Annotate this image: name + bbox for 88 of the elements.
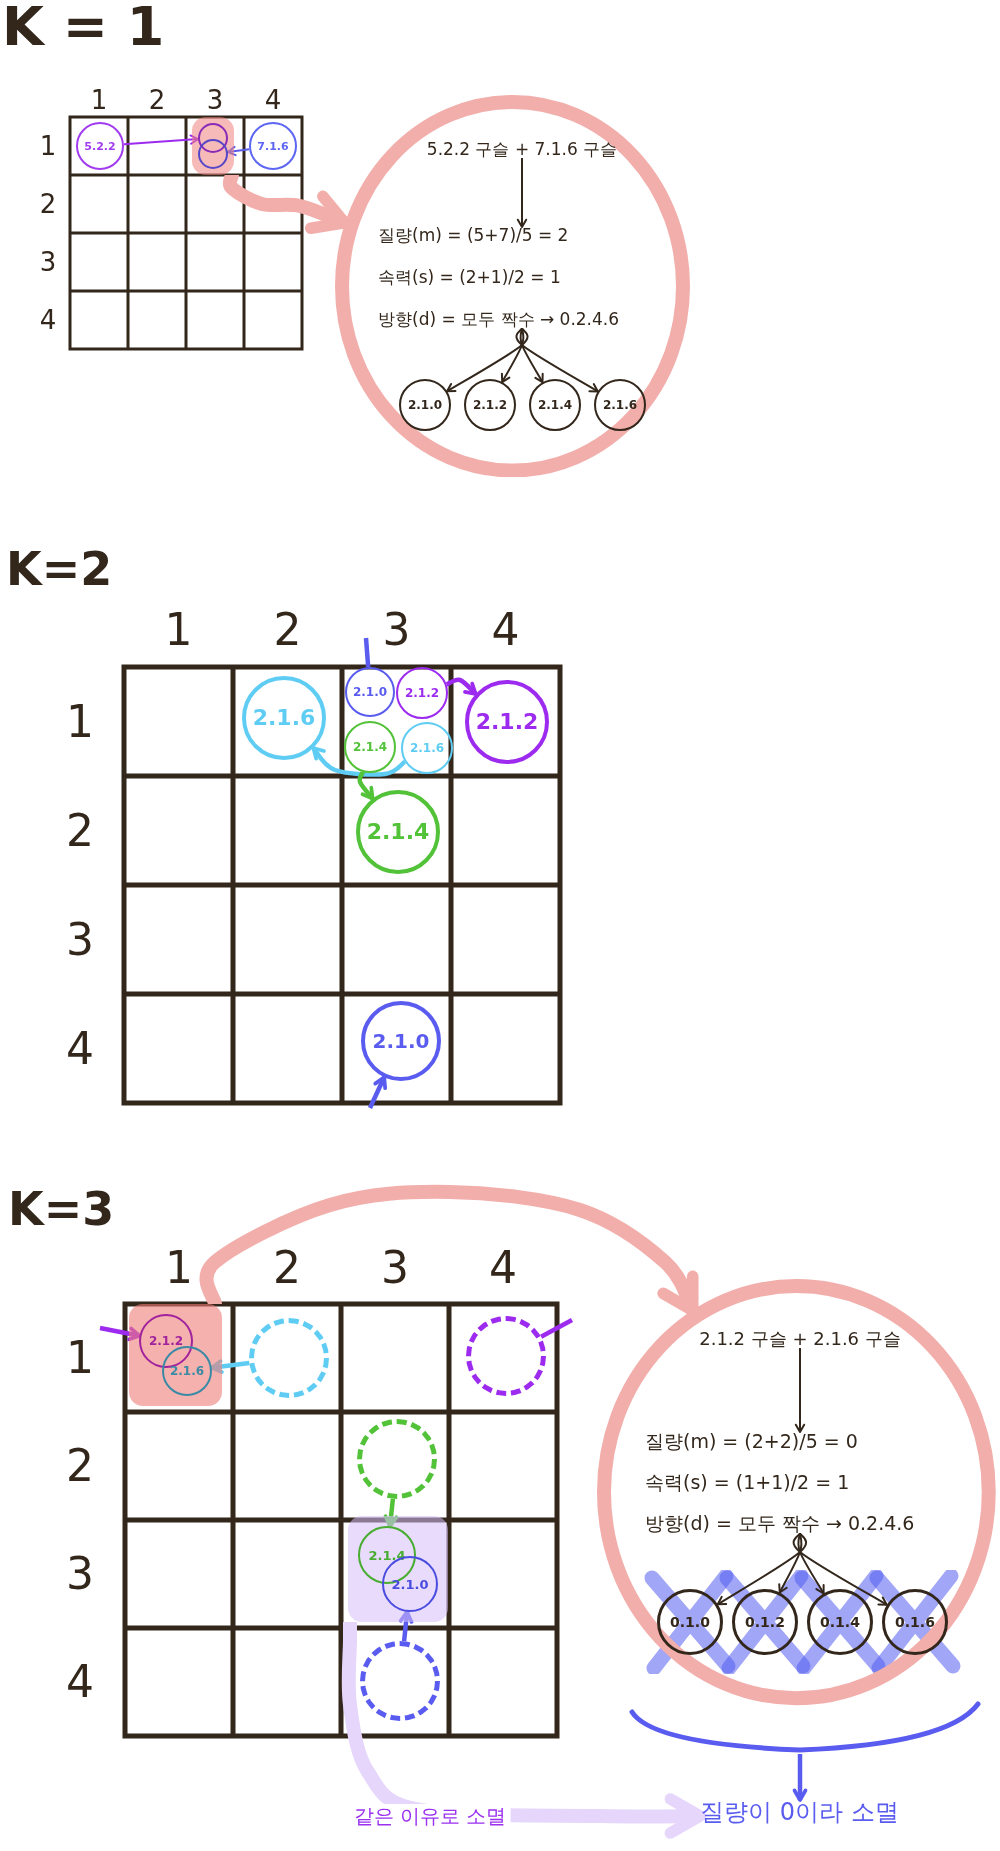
column-number: 3 bbox=[381, 1246, 409, 1290]
arrow bbox=[445, 677, 478, 696]
highlight-patch bbox=[129, 1304, 222, 1406]
row-number: 4 bbox=[66, 1660, 94, 1704]
arrow bbox=[797, 1532, 825, 1595]
ball-circle: 2.1.6 bbox=[594, 379, 646, 431]
column-number: 2 bbox=[273, 1246, 301, 1290]
mass-formula: 질량(m) = (2+2)/5 = 0 bbox=[645, 1432, 858, 1451]
row-number: 1 bbox=[66, 699, 94, 744]
arrow bbox=[383, 1498, 399, 1529]
row-number: 2 bbox=[39, 191, 57, 217]
dashed-circle bbox=[466, 1316, 546, 1396]
arrow bbox=[122, 134, 199, 146]
ball-circle: 0.1.0 bbox=[657, 1589, 723, 1655]
arrow bbox=[446, 327, 529, 393]
arrow bbox=[519, 327, 544, 384]
dashed-circle bbox=[360, 1641, 440, 1721]
arrow bbox=[516, 157, 528, 228]
direction-formula: 방향(d) = 모두 짝수 → 0.2.4.6 bbox=[645, 1514, 915, 1533]
row-number: 1 bbox=[39, 133, 57, 159]
ball-circle: 2.1.0 bbox=[345, 667, 395, 717]
row-number: 3 bbox=[66, 917, 94, 962]
connector-line bbox=[540, 1318, 574, 1339]
dashed-circle bbox=[357, 1419, 437, 1499]
ball-circle: 0.1.6 bbox=[882, 1589, 948, 1655]
merge-text: 5.2.2 구슬 + 7.1.6 구슬 bbox=[426, 141, 618, 158]
arrow bbox=[99, 1325, 142, 1342]
column-number: 4 bbox=[264, 87, 282, 113]
ball-circle: 2.1.4 bbox=[529, 379, 581, 431]
ball-circle: 2.1.0 bbox=[361, 1001, 441, 1081]
mass-formula: 질량(m) = (5+7)/5 = 2 bbox=[378, 227, 569, 244]
ball-circle: 5.2.2 bbox=[76, 122, 124, 170]
ball-circle: 7.1.6 bbox=[249, 122, 297, 170]
arrow bbox=[226, 145, 251, 157]
column-number: 3 bbox=[382, 608, 411, 652]
column-number: 4 bbox=[489, 1246, 517, 1290]
note-text: 질량이 0이라 소멸 bbox=[700, 1800, 899, 1824]
ball-circle: 0.1.2 bbox=[732, 1589, 798, 1655]
empty-circle bbox=[198, 123, 228, 153]
arrow bbox=[209, 1359, 250, 1374]
connector-line bbox=[363, 637, 371, 668]
row-number: 3 bbox=[66, 1552, 94, 1596]
ball-circle: 2.1.6 bbox=[242, 676, 326, 760]
merge-text: 2.1.2 구슬 + 2.1.6 구슬 bbox=[699, 1330, 901, 1348]
arrow bbox=[357, 770, 375, 801]
direction-formula: 방향(d) = 모두 짝수 → 0.2.4.6 bbox=[378, 311, 620, 328]
row-number: 2 bbox=[66, 1444, 94, 1488]
arrow bbox=[398, 1610, 414, 1642]
arrow bbox=[716, 1532, 808, 1606]
ball-circle: 2.1.6 bbox=[162, 1346, 212, 1396]
arrow bbox=[794, 1347, 806, 1433]
column-number: 1 bbox=[164, 608, 193, 652]
speed-formula: 속력(s) = (2+1)/2 = 1 bbox=[378, 269, 561, 286]
highlight-patch bbox=[192, 117, 234, 175]
column-number: 1 bbox=[165, 1246, 193, 1290]
arrow bbox=[515, 327, 599, 393]
row-number: 4 bbox=[39, 307, 57, 333]
ball-circle: 2.1.0 bbox=[399, 379, 451, 431]
arrow bbox=[792, 1532, 888, 1606]
result-bubble bbox=[597, 1279, 996, 1706]
column-number: 2 bbox=[273, 608, 302, 652]
arrow bbox=[792, 1754, 808, 1802]
row-number: 2 bbox=[66, 808, 94, 853]
result-bubble bbox=[334, 94, 690, 478]
dashed-circle bbox=[249, 1318, 329, 1398]
row-number: 3 bbox=[39, 249, 57, 275]
speed-formula: 속력(s) = (1+1)/2 = 1 bbox=[645, 1473, 850, 1492]
column-number: 1 bbox=[90, 87, 108, 113]
ball-circle: 2.1.6 bbox=[401, 722, 453, 774]
section-heading: K = 1 bbox=[2, 0, 165, 54]
section-heading: K=3 bbox=[8, 1186, 115, 1232]
column-number: 3 bbox=[206, 87, 224, 113]
ball-circle: 2.1.2 bbox=[396, 667, 448, 719]
ball-circle: 2.1.2 bbox=[464, 379, 516, 431]
highlight-patch bbox=[348, 1516, 448, 1622]
empty-circle bbox=[198, 139, 228, 169]
column-number: 2 bbox=[148, 87, 166, 113]
ball-circle: 2.1.2 bbox=[465, 680, 549, 764]
arrow bbox=[367, 1075, 388, 1109]
section-heading: K=2 bbox=[6, 546, 113, 592]
ball-circle: 2.1.4 bbox=[344, 721, 396, 773]
row-number: 4 bbox=[66, 1026, 94, 1071]
ball-circle: 0.1.4 bbox=[807, 1589, 873, 1655]
ball-circle: 2.1.4 bbox=[356, 790, 440, 874]
arrow bbox=[199, 1184, 701, 1317]
column-number: 4 bbox=[491, 608, 520, 652]
row-number: 1 bbox=[66, 1336, 94, 1380]
arrow bbox=[311, 746, 407, 777]
